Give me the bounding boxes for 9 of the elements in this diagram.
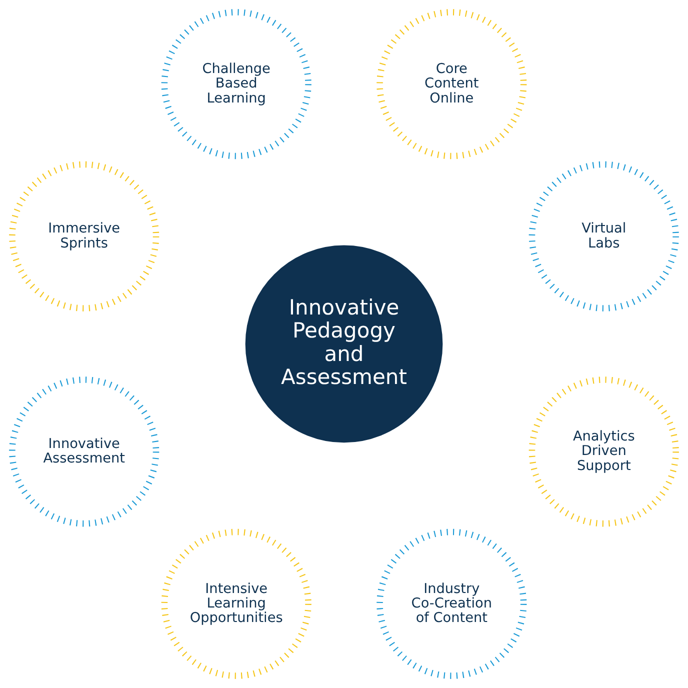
node-circle: Intensive Learning Opportunities: [161, 528, 312, 679]
node-circle: Virtual Labs: [528, 161, 679, 312]
node-circle: Core Content Online: [376, 9, 527, 160]
node-circle: Analytics Driven Support: [528, 376, 679, 527]
node-circle: Industry Co-Creation of Content: [376, 528, 527, 679]
node-circle: Innovative Pedagogy and Assessment: [245, 245, 443, 443]
node-circle: Innovative Assessment: [9, 376, 160, 527]
node-circle: Immersive Sprints: [9, 161, 160, 312]
node-circle: Challenge Based Learning: [161, 9, 312, 160]
